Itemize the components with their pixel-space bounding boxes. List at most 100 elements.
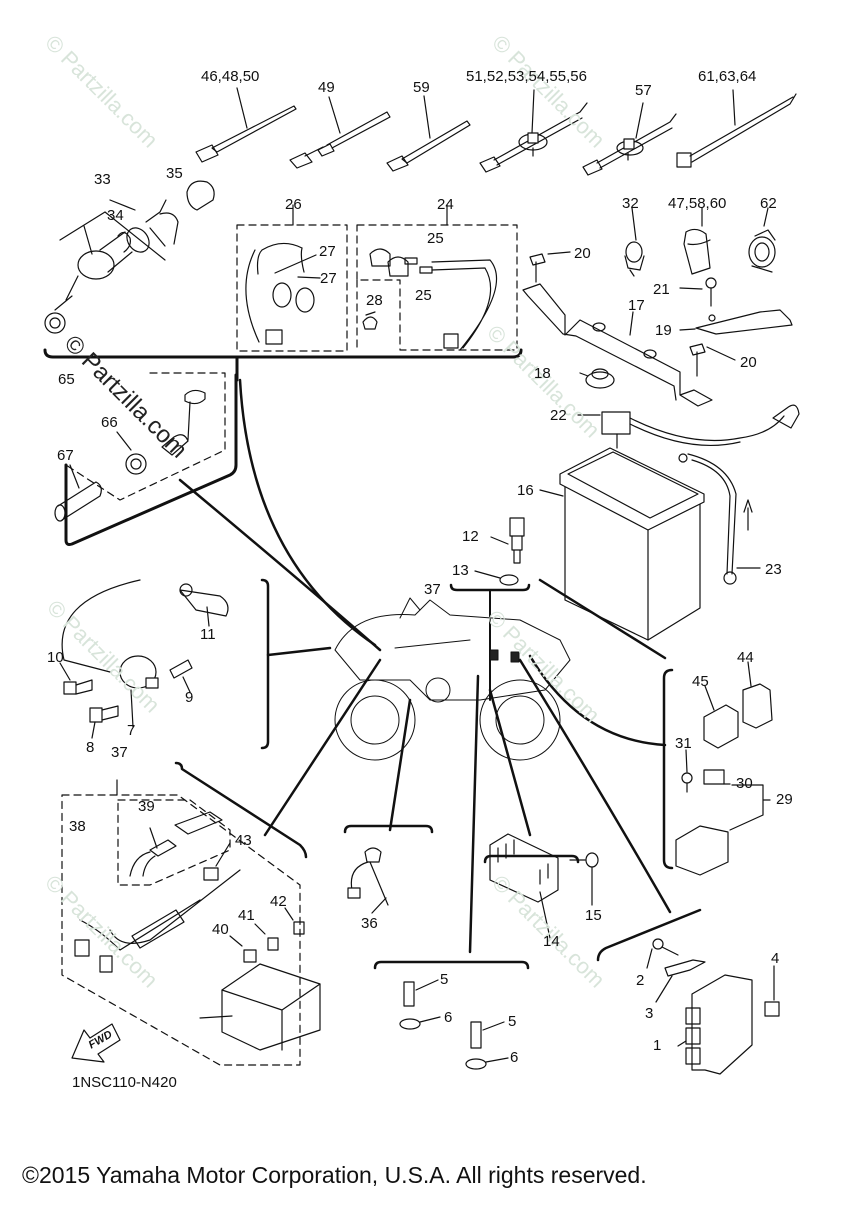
callout-24[interactable]: 24: [437, 196, 454, 213]
clamp-62[interactable]: [748, 207, 776, 273]
cable-tie-51-56[interactable]: [479, 89, 588, 173]
callout-6-right[interactable]: 6: [510, 1049, 519, 1066]
neutral-switch-36[interactable]: [347, 847, 389, 914]
callout-36[interactable]: 36: [361, 915, 378, 932]
callout-9[interactable]: 9: [185, 689, 194, 706]
cable-tie-46-48-50[interactable]: [195, 87, 297, 163]
gasket-13[interactable]: [474, 570, 519, 586]
callout-28[interactable]: 28: [366, 292, 383, 309]
callout-43[interactable]: 43: [235, 832, 252, 849]
callout-15[interactable]: 15: [585, 907, 602, 924]
callout-3[interactable]: 3: [645, 1005, 654, 1022]
callout-27-upper[interactable]: 27: [319, 243, 336, 260]
callout-26[interactable]: 26: [285, 196, 302, 213]
callout-47-58-60[interactable]: 47,58,60: [668, 195, 727, 212]
bolt-15[interactable]: [569, 852, 599, 906]
callout-5-left[interactable]: 5: [440, 971, 449, 988]
callout-44[interactable]: 44: [737, 649, 754, 666]
wire-harness-37[interactable]: [74, 869, 241, 973]
callout-19[interactable]: 19: [655, 322, 672, 339]
callout-10[interactable]: 10: [47, 649, 64, 666]
bolt-31[interactable]: [681, 749, 693, 793]
collar-9[interactable]: [169, 659, 193, 693]
callout-14[interactable]: 14: [543, 933, 560, 950]
callout-31[interactable]: 31: [675, 735, 692, 752]
callout-21[interactable]: 21: [653, 281, 670, 298]
washer-6-right[interactable]: [465, 1057, 509, 1070]
callout-37-atv[interactable]: 37: [424, 581, 441, 598]
bolt-20-upper[interactable]: [529, 251, 571, 283]
rear-lamp-harness-24[interactable]: [362, 204, 498, 351]
cable-tie-57[interactable]: [582, 102, 677, 176]
damper-18[interactable]: [579, 368, 615, 389]
callout-1[interactable]: 1: [653, 1037, 662, 1054]
battery-lead-22[interactable]: [577, 404, 800, 449]
callout-41[interactable]: 41: [238, 907, 255, 924]
callout-30[interactable]: 30: [736, 775, 753, 792]
callout-49[interactable]: 49: [318, 79, 335, 96]
nut-66[interactable]: [116, 431, 147, 475]
screw-2[interactable]: [646, 938, 679, 969]
bolt-5-left[interactable]: [403, 979, 439, 1007]
callout-22[interactable]: 22: [550, 407, 567, 424]
bolt-10[interactable]: [59, 662, 93, 695]
harness-39[interactable]: [129, 811, 223, 877]
callout-35[interactable]: 35: [166, 165, 183, 182]
callout-39[interactable]: 39: [138, 798, 155, 815]
callout-67[interactable]: 67: [57, 447, 74, 464]
callout-18[interactable]: 18: [534, 365, 551, 382]
callout-17[interactable]: 17: [628, 297, 645, 314]
callout-40[interactable]: 40: [212, 921, 229, 938]
callout-65[interactable]: 65: [58, 371, 75, 388]
screw-21[interactable]: [679, 277, 717, 307]
washer-6-left[interactable]: [399, 1016, 441, 1030]
callout-25-upper[interactable]: 25: [427, 230, 444, 247]
relay-43[interactable]: [203, 842, 231, 881]
callout-13[interactable]: 13: [452, 562, 469, 579]
callout-37-harness[interactable]: 37: [111, 744, 128, 761]
starter-relay-29[interactable]: [675, 769, 771, 876]
clamp-47-58-60[interactable]: [683, 207, 711, 275]
cdi-unit-1[interactable]: [677, 974, 753, 1075]
callout-59[interactable]: 59: [413, 79, 430, 96]
callout-57[interactable]: 57: [635, 82, 652, 99]
bracket-3[interactable]: [655, 959, 706, 1003]
cable-tie-59[interactable]: [386, 95, 471, 172]
callout-29[interactable]: 29: [776, 791, 793, 808]
callout-46-48-50[interactable]: 46,48,50: [201, 68, 260, 85]
nut-4[interactable]: [764, 965, 780, 1017]
callout-42[interactable]: 42: [270, 893, 287, 910]
callout-23[interactable]: 23: [765, 561, 782, 578]
callout-11[interactable]: 11: [200, 626, 216, 643]
ignition-coil-7[interactable]: [61, 579, 159, 728]
spark-plug-cap-11[interactable]: [179, 583, 229, 627]
cover-19[interactable]: [679, 309, 793, 335]
callout-51-56[interactable]: 51,52,53,54,55,56: [466, 68, 587, 85]
callout-8[interactable]: 8: [86, 739, 95, 756]
socket-65[interactable]: [161, 389, 206, 456]
relay-45[interactable]: [703, 685, 739, 749]
bolt-20-lower[interactable]: [689, 343, 736, 377]
fuse-41[interactable]: [254, 923, 279, 951]
battery-16[interactable]: [539, 447, 705, 641]
cable-tie-49[interactable]: [289, 96, 391, 169]
main-switch-assembly[interactable]: [44, 180, 215, 334]
bolt-8[interactable]: [89, 705, 119, 739]
relay-44[interactable]: [742, 661, 773, 729]
fuse-40[interactable]: [229, 935, 257, 963]
callout-61-63-64[interactable]: 61,63,64: [698, 68, 757, 85]
fuse-42[interactable]: [284, 907, 305, 935]
callout-34[interactable]: 34: [107, 207, 124, 224]
callout-62[interactable]: 62: [760, 195, 777, 212]
bolt-5-right[interactable]: [470, 1021, 505, 1049]
fuse-box[interactable]: [199, 963, 321, 1051]
callout-66[interactable]: 66: [101, 414, 118, 431]
rectifier-regulator-14[interactable]: [489, 833, 559, 939]
callout-32[interactable]: 32: [622, 195, 639, 212]
callout-20-upper[interactable]: 20: [574, 245, 591, 262]
thermo-unit-12[interactable]: [490, 517, 525, 564]
callout-7[interactable]: 7: [127, 722, 136, 739]
battery-bracket-17[interactable]: [522, 283, 713, 407]
callout-6-left[interactable]: 6: [444, 1009, 453, 1026]
callout-38[interactable]: 38: [69, 818, 86, 835]
